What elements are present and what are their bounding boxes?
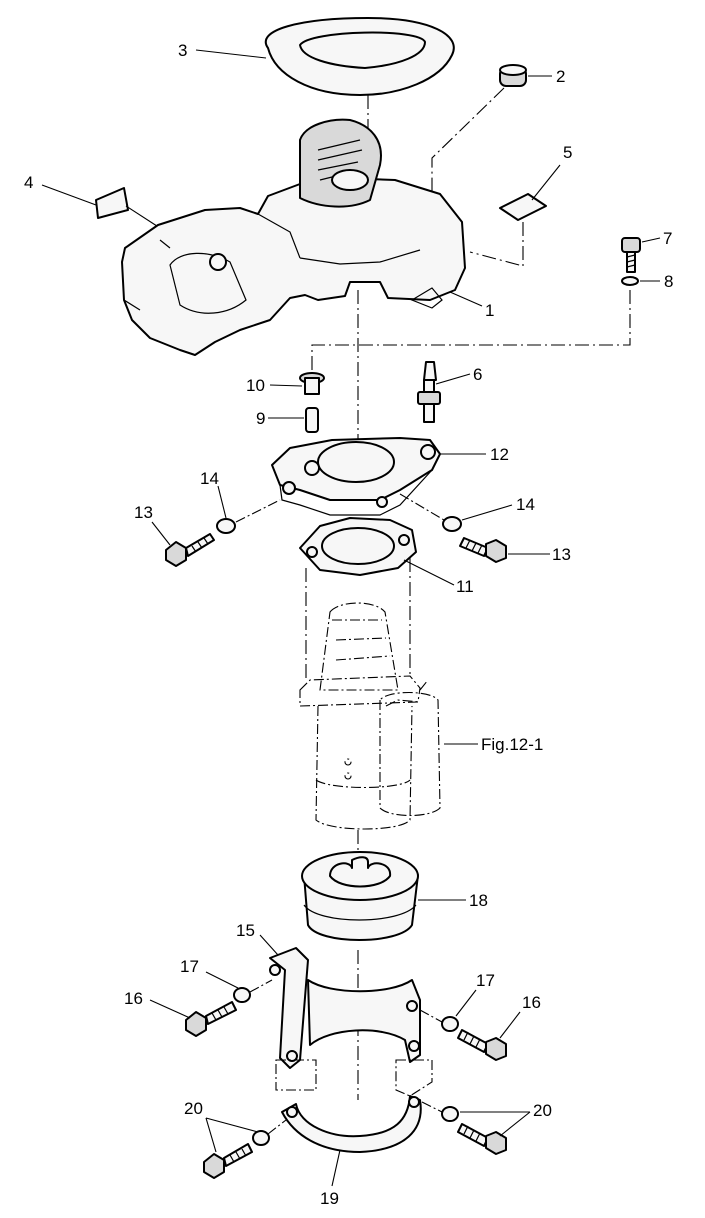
leader-15: [259, 934, 279, 956]
leader-6: [435, 373, 471, 385]
callout-18: 18: [469, 891, 488, 910]
leader-17b: [455, 989, 477, 1017]
stud-part: [417, 361, 441, 423]
leader-17a: [205, 971, 239, 989]
bolt-20-right-part: [457, 1123, 507, 1155]
seal-ring-cutout: [299, 31, 426, 69]
axis-line-20-right: [421, 1101, 443, 1113]
callout-12: 12: [490, 445, 509, 464]
axis-line-sticker: [469, 222, 524, 267]
label-sticker-left: [95, 187, 129, 219]
leader-3: [195, 49, 267, 59]
bolt-20-left-part: [203, 1143, 253, 1179]
washer-20-right-part: [441, 1106, 459, 1122]
leader-10: [269, 384, 303, 387]
callout-2: 2: [556, 67, 565, 86]
callout-10: 10: [246, 376, 265, 395]
collar-part: [299, 372, 325, 395]
callout-16b: 16: [522, 993, 541, 1012]
callout-6: 6: [473, 365, 482, 384]
leader-13a: [151, 521, 171, 546]
leader-20a-1: [205, 1117, 217, 1153]
callout-3: 3: [178, 41, 187, 60]
callout-11: 11: [456, 577, 474, 596]
spacer-ghost-left: [275, 1059, 317, 1091]
leader-1: [449, 291, 483, 307]
leader-16b: [499, 1011, 521, 1039]
callout-4: 4: [24, 173, 33, 192]
washer-right-part: [442, 516, 462, 532]
pin-part: [305, 407, 319, 433]
callout-19: 19: [320, 1189, 339, 1208]
bracket-part: [271, 437, 441, 516]
starter-motor-ghost: [299, 602, 441, 830]
callout-15: 15: [236, 921, 255, 940]
leader-5: [531, 164, 561, 201]
leader-14b: [461, 504, 513, 521]
callout-14b: 14: [516, 495, 535, 514]
callout-14a: 14: [200, 469, 219, 488]
washer-small-part: [621, 276, 639, 286]
washer-left-part: [216, 518, 236, 534]
leader-7: [641, 237, 661, 243]
washer-17-right-part: [441, 1016, 459, 1032]
washer-20-left-part: [252, 1130, 270, 1146]
rubber-mount-part: [301, 851, 419, 941]
axis-line-17-left: [249, 979, 273, 993]
leader-4b: [125, 205, 161, 229]
leader-20a-2: [205, 1117, 259, 1133]
callout-20a: 20: [184, 1099, 203, 1118]
leader-19: [331, 1149, 341, 1187]
callout-20b: 20: [533, 1101, 552, 1120]
bolt-16-left-part: [185, 1001, 237, 1037]
lower-strap-part: [281, 1095, 422, 1153]
clamp-bracket-part: [269, 947, 421, 1069]
callout-17b: 17: [476, 971, 495, 990]
washer-17-left-part: [233, 987, 251, 1003]
axis-line-bolt-small: [311, 290, 631, 372]
grommet-part: [499, 64, 527, 87]
callout-17a: 17: [180, 957, 199, 976]
leader-16a: [149, 999, 191, 1019]
leader-11: [403, 559, 455, 586]
bolt-16-right-part: [457, 1029, 507, 1061]
label-sticker-right: [499, 193, 547, 221]
axis-line-washer-left: [235, 499, 281, 523]
leader-14a: [217, 485, 227, 519]
callout-9: 9: [256, 409, 265, 428]
leader-4: [41, 184, 97, 206]
callout-8: 8: [664, 272, 673, 291]
callout-16a: 16: [124, 989, 143, 1008]
leader-20b-2: [499, 1111, 531, 1137]
callout-13b: 13: [552, 545, 571, 564]
callout-1: 1: [485, 301, 494, 320]
axis-line-washer-right: [399, 493, 445, 521]
bolt-small-part: [621, 237, 641, 273]
spacer-ghost-right: [395, 1059, 433, 1097]
bolt-right-part: [459, 537, 507, 563]
engine-cover-part: [121, 118, 466, 356]
reference-label: Fig.12-1: [481, 735, 543, 754]
callout-7: 7: [663, 229, 672, 248]
gasket-part: [299, 517, 417, 576]
callout-13a: 13: [134, 503, 153, 522]
callout-5: 5: [563, 143, 572, 162]
axis-line-17-right: [419, 1009, 443, 1023]
bolt-left-part: [165, 533, 215, 567]
axis-line-20-left: [267, 1119, 287, 1135]
